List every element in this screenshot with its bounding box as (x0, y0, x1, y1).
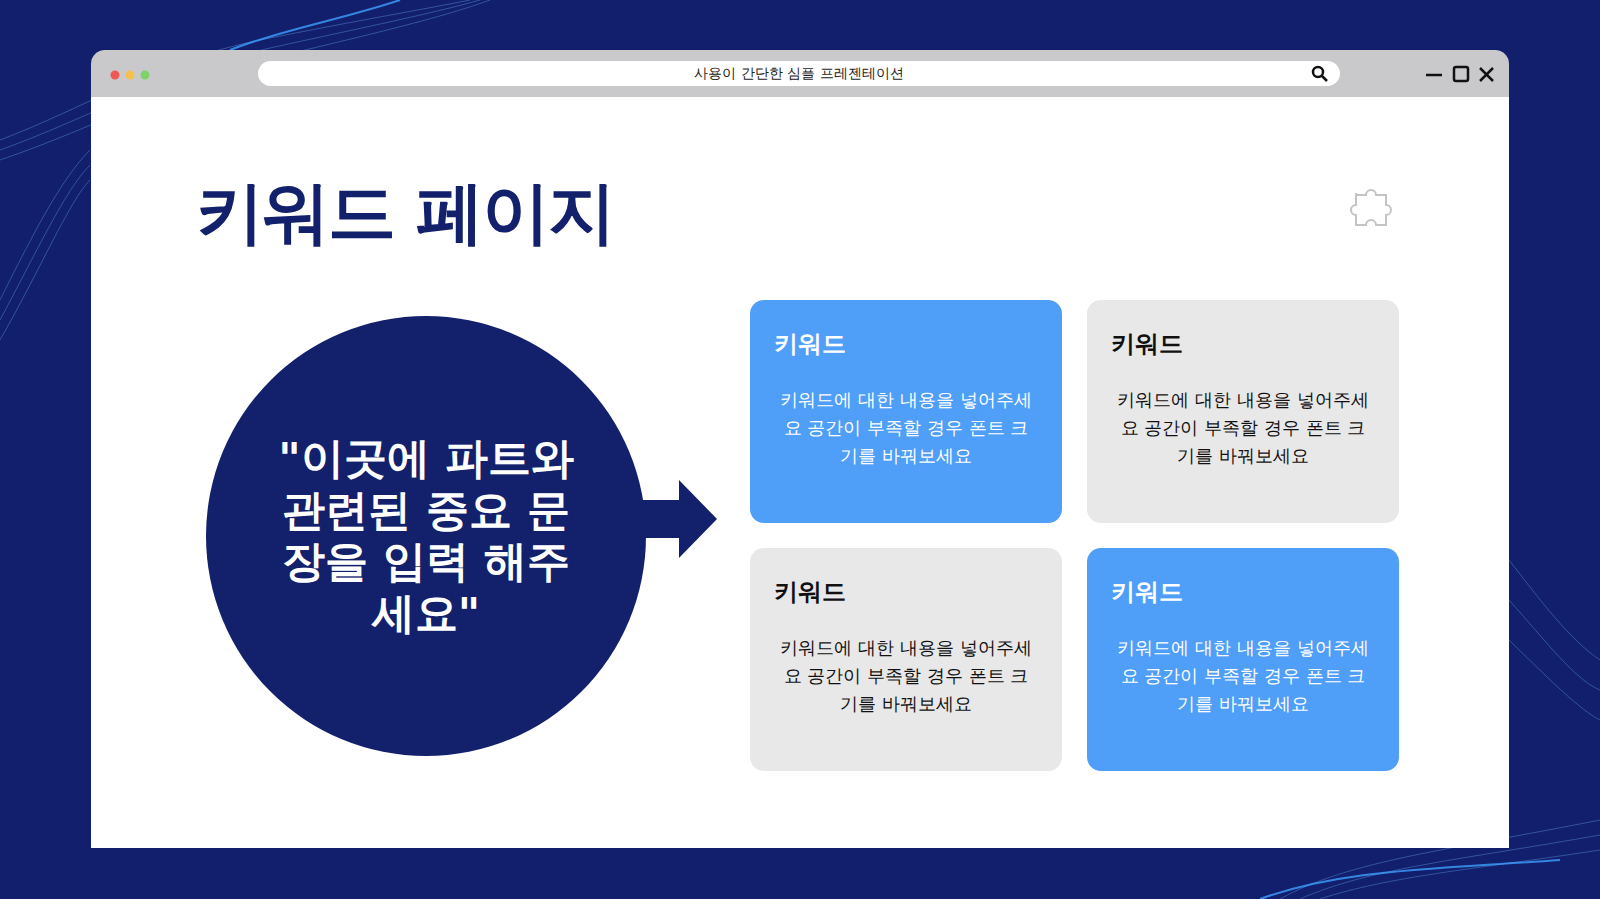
keyword-body: 키워드에 대한 내용을 넣어주세요 공간이 부족할 경우 폰트 크기를 바꿔보세… (750, 634, 1062, 718)
page-title: 키워드 페이지 (196, 168, 614, 259)
keyword-heading: 키워드 (1111, 578, 1183, 607)
circle-fill (206, 316, 646, 756)
key-sentence: "이곳에 파트와 관련된 중요 문장을 입력 해주세요" (261, 433, 591, 639)
keyword-card: 키워드키워드에 대한 내용을 넣어주세요 공간이 부족할 경우 폰트 크기를 바… (750, 548, 1062, 771)
minimize-dot (126, 71, 135, 80)
window-controls (1426, 67, 1493, 81)
keyword-body: 키워드에 대한 내용을 넣어주세요 공간이 부족할 경우 폰트 크기를 바꿔보세… (750, 386, 1062, 470)
keyword-heading: 키워드 (774, 330, 846, 359)
search-icon (1313, 67, 1327, 81)
keyword-body: 키워드에 대한 내용을 넣어주세요 공간이 부족할 경우 폰트 크기를 바꿔보세… (1087, 386, 1399, 470)
keyword-heading: 키워드 (774, 578, 846, 607)
address-text: 사용이 간단한 심플 프레젠테이션 (258, 61, 1340, 86)
keyword-card: 키워드키워드에 대한 내용을 넣어주세요 공간이 부족할 경우 폰트 크기를 바… (750, 300, 1062, 523)
key-sentence-circle: "이곳에 파트와 관련된 중요 문장을 입력 해주세요" (206, 316, 646, 756)
keyword-heading: 키워드 (1111, 330, 1183, 359)
zoom-dot (141, 71, 150, 80)
address-bar (258, 61, 1340, 86)
pointer-arrow (640, 480, 717, 558)
close-dot (111, 71, 120, 80)
keyword-card: 키워드키워드에 대한 내용을 넣어주세요 공간이 부족할 경우 폰트 크기를 바… (1087, 300, 1399, 523)
keyword-body: 키워드에 대한 내용을 넣어주세요 공간이 부족할 경우 폰트 크기를 바꿔보세… (1087, 634, 1399, 718)
puzzle-icon (1351, 190, 1391, 225)
keyword-card: 키워드키워드에 대한 내용을 넣어주세요 공간이 부족할 경우 폰트 크기를 바… (1087, 548, 1399, 771)
